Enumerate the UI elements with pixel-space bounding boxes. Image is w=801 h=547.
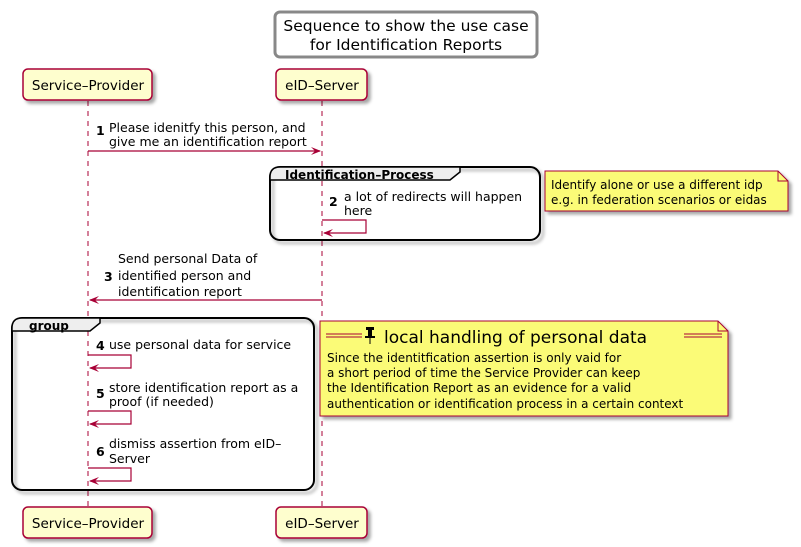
title-line-2: for Identification Reports xyxy=(310,36,502,54)
participant-service-provider-bottom: Service–Provider xyxy=(22,506,153,539)
message-text: Please idenitfy this person, and xyxy=(109,120,306,135)
note-text: authentication or identification process… xyxy=(327,397,684,411)
message-text: store identification report as a xyxy=(109,380,298,395)
group-label: group xyxy=(29,319,69,333)
message-2: 2 a lot of redirects will happen here xyxy=(322,189,522,237)
message-3: Send personal Data of 3 identified perso… xyxy=(89,251,322,304)
note-local-handling: local handling of personal data Since th… xyxy=(319,320,729,417)
group-frame: group xyxy=(11,317,315,491)
participant-service-provider-top: Service–Provider xyxy=(22,68,153,101)
note-text: Identify alone or use a different idp xyxy=(551,178,763,192)
message-text: Send personal Data of xyxy=(118,251,258,266)
message-1: 1 Please idenitfy this person, and give … xyxy=(88,120,321,155)
group-identification-process: Identification–Process xyxy=(269,166,541,241)
message-text: identification report xyxy=(118,284,242,299)
message-number: 3 xyxy=(104,269,113,284)
message-text: proof (if needed) xyxy=(109,394,214,409)
note-text: e.g. in federation scenarios or eidas xyxy=(551,193,767,207)
pin-icon xyxy=(365,327,375,344)
note-text: a short period of time the Service Provi… xyxy=(327,366,640,380)
message-text: a lot of redirects will happen xyxy=(344,189,522,204)
message-arrow xyxy=(88,354,132,372)
message-text: use personal data for service xyxy=(109,337,291,352)
message-number: 2 xyxy=(329,194,338,209)
participant-label: Service–Provider xyxy=(32,78,145,94)
message-arrow xyxy=(88,410,132,428)
participant-eid-server-bottom: eID–Server xyxy=(275,506,368,539)
group-label: Identification–Process xyxy=(285,168,434,182)
message-arrow xyxy=(88,467,132,485)
message-number: 5 xyxy=(96,386,105,401)
message-arrow xyxy=(322,219,367,237)
participant-label: eID–Server xyxy=(285,78,359,94)
diagram-title: Sequence to show the use case for Identi… xyxy=(273,10,539,59)
message-text: identified person and xyxy=(118,268,251,283)
note-text: the Identification Report as an evidence… xyxy=(327,381,631,395)
message-text: here xyxy=(344,203,372,218)
participant-label: Service–Provider xyxy=(32,516,145,532)
message-6: 6 dismiss assertion from eID– Server xyxy=(88,436,281,485)
message-4: 4 use personal data for service xyxy=(88,337,291,372)
message-number: 4 xyxy=(96,338,105,353)
note-text: Since the identitfication assertion is o… xyxy=(327,351,621,365)
note-idp: Identify alone or use a different idp e.… xyxy=(544,170,789,212)
message-text: Server xyxy=(109,451,151,466)
participant-eid-server-top: eID–Server xyxy=(275,68,368,101)
note-heading: local handling of personal data xyxy=(384,328,647,348)
message-5: 5 store identification report as a proof… xyxy=(88,380,298,428)
message-text: give me an identification report xyxy=(109,134,307,149)
participant-label: eID–Server xyxy=(285,516,359,532)
message-number: 1 xyxy=(96,123,105,138)
title-line-1: Sequence to show the use case xyxy=(283,17,528,35)
message-number: 6 xyxy=(96,444,105,459)
message-text: dismiss assertion from eID– xyxy=(109,436,281,451)
